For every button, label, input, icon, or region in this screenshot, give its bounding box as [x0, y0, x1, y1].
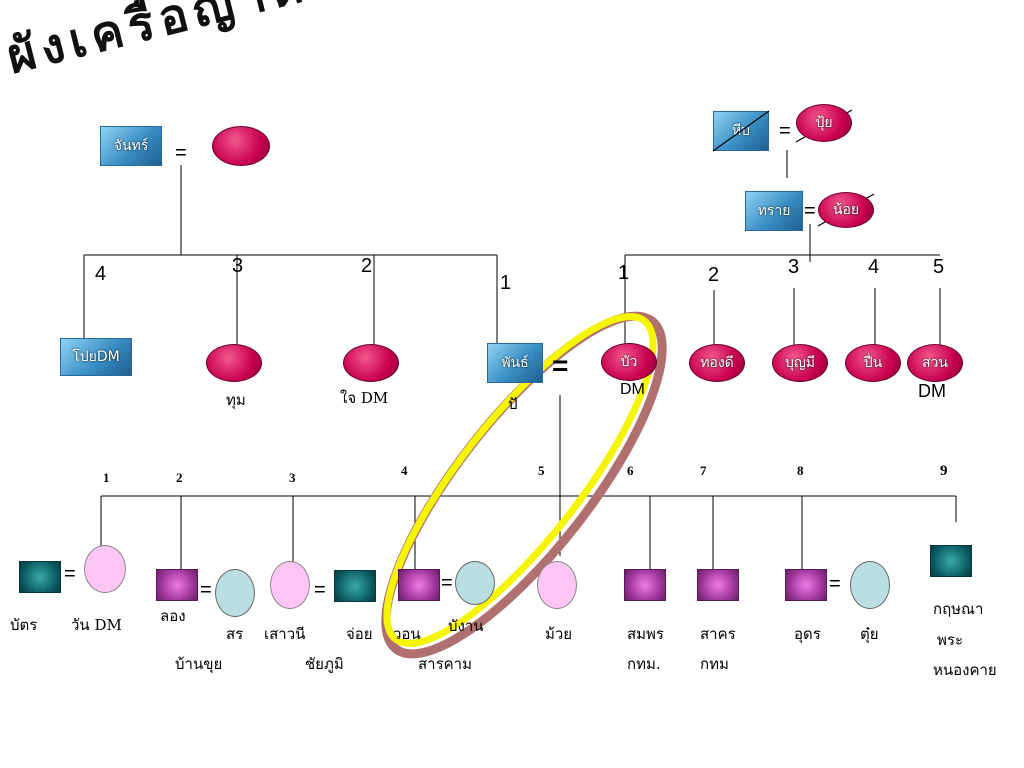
female-puen: ปื่น	[845, 344, 901, 382]
gen3-number: 8	[797, 463, 804, 478]
male-long	[156, 569, 198, 601]
gen2-right-number: 4	[868, 256, 880, 278]
label-sakorn: สาคร	[700, 625, 736, 643]
marriage-sign-won: =	[441, 572, 453, 594]
label-bkk-1: กทม.	[627, 655, 661, 673]
label-sarakham: สารคาม	[418, 655, 472, 673]
male-udon	[785, 569, 827, 601]
gen3-number: 6	[627, 463, 634, 478]
female-jai	[343, 344, 399, 382]
label-suan-sub: DM	[918, 381, 946, 401]
male-joi	[334, 570, 376, 602]
female-bua: บัว	[601, 343, 657, 381]
female-pui: ปุ้ย	[796, 104, 852, 142]
male-pan: พันธ์	[487, 343, 543, 383]
label-muay: ม้วย	[545, 625, 573, 643]
female-thongdee: ทองดี	[689, 344, 745, 382]
marriage-sign-chan: =	[175, 142, 187, 164]
marriage-sign-saowanee: =	[314, 579, 326, 601]
label-udon: อุดร	[794, 625, 821, 643]
female-ngan	[455, 561, 495, 605]
label-kritsana: กฤษณา	[933, 600, 984, 618]
marriage-sign-udon: =	[829, 573, 841, 595]
gen2-left-number: 3	[232, 255, 244, 277]
gen2-left-number: 1	[500, 272, 512, 294]
gen2-right-number: 2	[708, 264, 720, 286]
female-suan: สวน	[907, 344, 963, 382]
gen3-number: 7	[700, 463, 707, 478]
male-bat	[19, 561, 61, 593]
label-son: สร	[226, 625, 244, 643]
male-poi: โปยDM	[60, 338, 132, 376]
label-won: วอน	[393, 625, 421, 643]
label-joi: จ่อย	[346, 625, 373, 643]
label-chaiyaphum: ชัยภูมิ	[305, 655, 344, 673]
gen3-number: 3	[289, 470, 296, 485]
male-sakorn	[697, 569, 739, 601]
label-pan-sub: ปั	[508, 395, 518, 413]
female-saowanee	[270, 561, 310, 609]
gen3-number: 4	[401, 463, 408, 478]
female-tui	[850, 561, 890, 609]
label-bkk-2: กทม	[700, 655, 729, 673]
label-somporn: สมพร	[627, 625, 664, 643]
gen3-number: 2	[176, 470, 183, 485]
label-ngan: บังาน	[448, 617, 484, 635]
gen3-number: 5	[538, 463, 545, 478]
male-chan: จันทร์	[100, 126, 162, 166]
male-somporn	[624, 569, 666, 601]
female-muay	[537, 561, 577, 609]
gen3-number: 9	[940, 463, 948, 479]
gen2-right-number: 5	[933, 256, 945, 278]
female-noi: น้อย	[818, 192, 874, 228]
gen2-right-number: 3	[788, 256, 800, 278]
male-kritsana	[930, 545, 972, 577]
marriage-sign-heep: =	[779, 120, 791, 142]
gen2-left-number: 4	[95, 263, 107, 285]
marriage-sign-pan: =	[552, 350, 569, 381]
highlight-ellipse-inner	[383, 313, 657, 647]
gen2-left-number: 2	[361, 255, 373, 277]
label-nongkhai: หนองคาย	[933, 661, 997, 679]
female-son	[215, 569, 255, 617]
marriage-sign-bat: =	[64, 563, 76, 585]
marriage-sign-long: =	[200, 579, 212, 601]
label-tum: ทุม	[226, 391, 246, 409]
female-boonmee: บุญมี	[772, 344, 828, 382]
label-jai: ใจ DM	[340, 389, 389, 407]
female-wan	[84, 545, 126, 593]
label-long: ลอง	[160, 607, 186, 625]
female-tum	[206, 344, 262, 382]
marriage-sign-sai: =	[804, 200, 816, 222]
female-chan-spouse	[212, 126, 270, 166]
male-sai: ทราย	[745, 191, 803, 231]
label-bua-sub: DM	[620, 381, 645, 398]
label-bat: บัตร	[10, 616, 38, 634]
label-wan: วัน DM	[71, 616, 122, 634]
label-bankhui: บ้านขุย	[175, 655, 223, 673]
gen2-right-number: 1	[618, 262, 630, 284]
label-phra: พระ	[937, 631, 964, 649]
gen3-number: 1	[103, 470, 110, 485]
label-tui: ตุ๋ย	[860, 625, 879, 643]
male-won	[398, 569, 440, 601]
label-saowanee: เสาวนี	[264, 625, 306, 643]
